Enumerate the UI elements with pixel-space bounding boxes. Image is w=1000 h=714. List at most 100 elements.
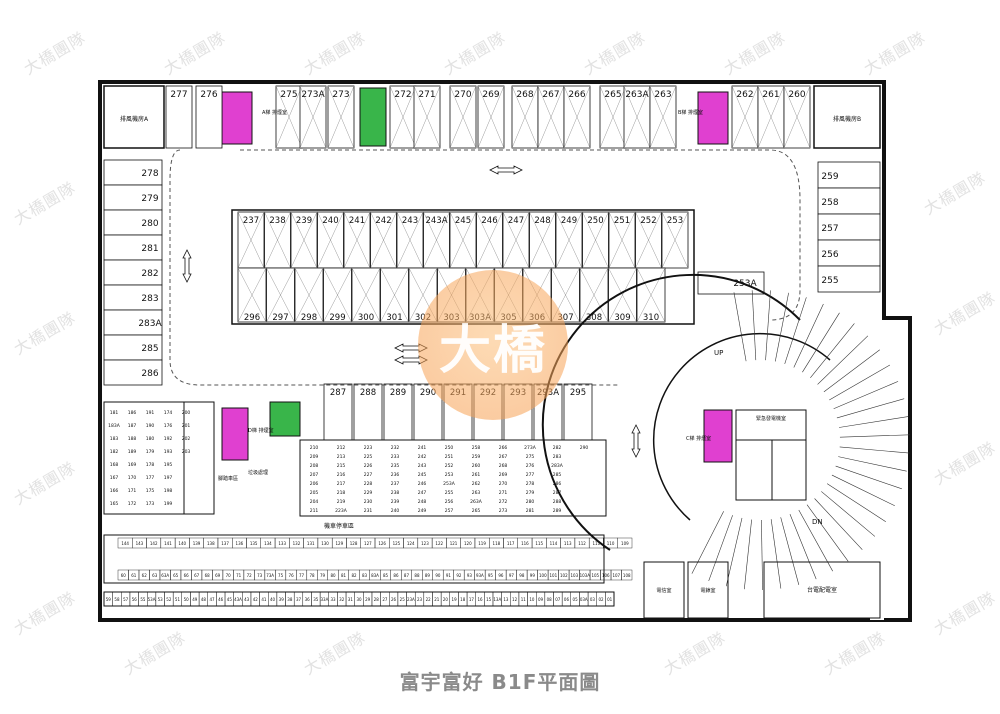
motor-slot-number: 03 — [590, 597, 596, 602]
parking-spot: 250 — [582, 211, 609, 269]
motor-slot-number: 213 — [337, 454, 346, 460]
motor-slot-number: 186 — [128, 410, 137, 416]
motor-slot-number: 108 — [623, 573, 631, 578]
motor-slot-number: 288 — [553, 499, 562, 505]
motor-slot-number: 246 — [418, 481, 427, 487]
parking-spot: 289 — [383, 383, 413, 441]
motor-slot-number: 170 — [128, 475, 137, 481]
spot-number: 245 — [455, 216, 471, 226]
motor-slot-number: 72 — [247, 573, 253, 578]
spot-number: 300 — [358, 313, 374, 323]
spot-number: 260 — [788, 90, 805, 100]
power-room — [643, 561, 685, 619]
motor-slot-number: 33A — [321, 597, 329, 602]
motor-slot-number: 289 — [553, 508, 562, 514]
motor-slot-number: 77 — [299, 573, 305, 578]
spot-number: 269 — [482, 90, 499, 100]
motor-slot-number: 99 — [530, 573, 536, 578]
motor-slot-number: 226 — [364, 463, 373, 469]
parking-spot: 298 — [294, 267, 324, 323]
motor-slot-number: 116 — [521, 541, 529, 546]
motor-slot-number: 85 — [383, 573, 389, 578]
motor-slot-number: 218 — [337, 490, 346, 496]
motor-slot-number: 110 — [607, 541, 615, 546]
parking-spot: 262 — [731, 85, 759, 149]
page-title: 富宇富好 B1F平面圖 — [399, 670, 601, 694]
motor-slot-number: 60 — [121, 573, 127, 578]
motor-slot-number: 235 — [391, 463, 400, 469]
spot-number: 265 — [604, 90, 621, 100]
spot-number: 282 — [141, 269, 158, 279]
motor-slot-number: 200 — [182, 410, 191, 416]
motor-slot-number: 270 — [499, 481, 508, 487]
motor-slot-number: 07 — [555, 597, 561, 602]
motor-slot-number: 179 — [146, 449, 155, 455]
fan-room-a — [103, 85, 165, 149]
motor-slot-number: 253 — [445, 472, 454, 478]
spot-number: 270 — [454, 90, 471, 100]
parking-spot: 269 — [477, 85, 505, 149]
motor-slot-number: 282 — [553, 445, 562, 451]
motor-slot-number: 125 — [393, 541, 401, 546]
motor-slot-number: 106 — [602, 573, 610, 578]
motor-slot-number: 122 — [435, 541, 443, 546]
motor-slot-number: 143 — [136, 541, 144, 546]
motor-slot-number: 207 — [310, 472, 319, 478]
motor-slot-number: 202 — [182, 436, 191, 442]
motor-slot-number: 283A — [551, 463, 564, 469]
parking-spot: 273A — [299, 85, 327, 149]
parking-spot: 288 — [353, 383, 383, 441]
spot-number: 295 — [570, 388, 586, 398]
motor-slot — [617, 537, 633, 549]
motor-slot-number: 22 — [426, 597, 432, 602]
motor-slot-number: 199 — [164, 501, 173, 507]
motor-slot-number: 52 — [166, 597, 172, 602]
stair-a — [359, 87, 387, 147]
motor-slot-number: 134 — [264, 541, 272, 546]
spot-number: 267 — [542, 90, 559, 100]
spot-number: 310 — [643, 313, 659, 323]
motor-slot-number: 56 — [132, 597, 138, 602]
parking-spot: 275 — [275, 85, 303, 149]
parking-spot: 257 — [817, 213, 881, 241]
motor-slot-number: 195 — [164, 462, 173, 468]
motor-slot-number: 36 — [305, 597, 311, 602]
spot-number: 256 — [821, 250, 838, 260]
parking-spot: 299 — [323, 267, 352, 323]
motor-slot-number: 118 — [493, 541, 501, 546]
motor-slot-number: 229 — [364, 490, 373, 496]
parking-spot: 276 — [195, 85, 223, 149]
motor-slot-number: 13A — [493, 597, 501, 602]
spot-number: 249 — [561, 216, 577, 226]
motor-slot-number: 27 — [382, 597, 388, 602]
motor-left-block — [103, 401, 185, 515]
stair-a-label: A梯 排煙室 — [262, 109, 287, 116]
motor-slot-number: 71 — [236, 573, 242, 578]
motor-slot-number: 78 — [310, 573, 316, 578]
motor-slot-number: 173 — [146, 501, 155, 507]
motor-slot-number: 286 — [553, 481, 562, 487]
motor-slot-number: 46 — [218, 597, 224, 602]
spot-number: 273 — [332, 90, 349, 100]
motor-slot-number: 188 — [128, 436, 137, 442]
motor-slot-number: 228 — [364, 481, 373, 487]
parking-spot: 238 — [264, 211, 291, 269]
spot-number: 243A — [425, 216, 447, 226]
stair-d-label: D梯 排煙室 — [248, 427, 273, 434]
spot-number: 281 — [141, 244, 158, 254]
motor-slot-number: 48 — [201, 597, 207, 602]
motor-slot-number: 183 — [110, 436, 119, 442]
motor-slot-number: 10 — [529, 597, 535, 602]
motor-slot-number: 23A — [407, 597, 415, 602]
motor-slot-number: 31 — [348, 597, 354, 602]
curved-ramp — [541, 273, 910, 590]
motor-slot-number: 30 — [356, 597, 362, 602]
motor-slot-number: 29 — [365, 597, 371, 602]
parking-spot: 242 — [370, 211, 397, 269]
parking-spot: 273 — [327, 85, 355, 149]
motor-slot-number: 83 — [362, 573, 368, 578]
motor-slot-number: 51 — [175, 597, 181, 602]
ramp-down-label: DN — [812, 518, 823, 526]
motor-slot-number: 73 — [257, 573, 263, 578]
motor-slot-number: 208 — [310, 463, 319, 469]
